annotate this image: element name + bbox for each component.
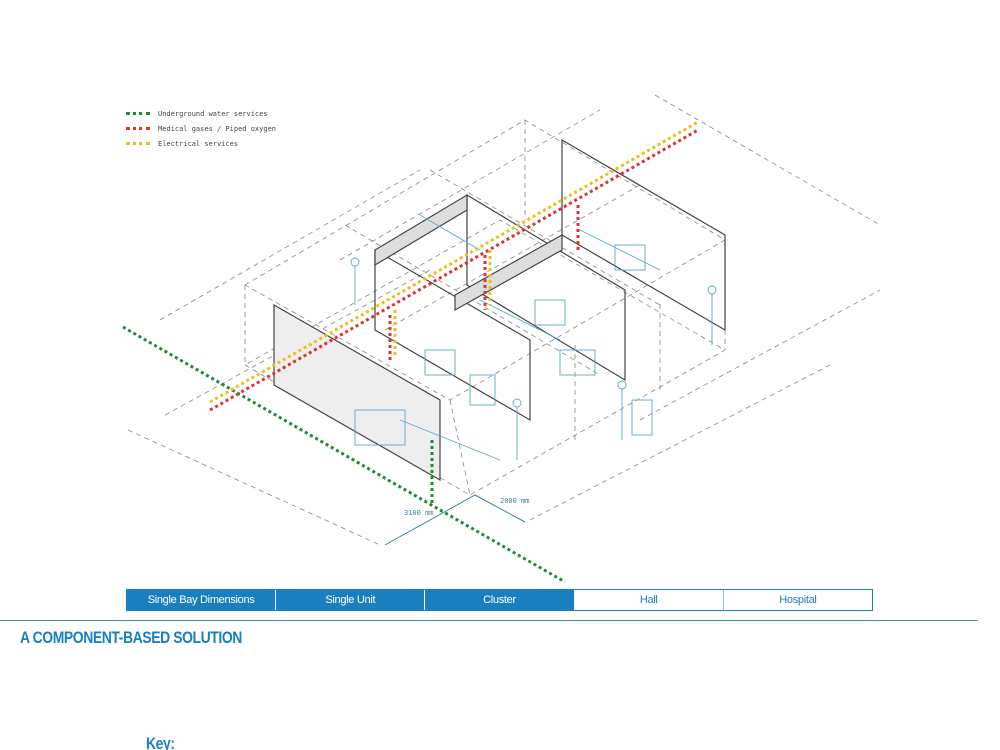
electrical-swatch-icon — [126, 142, 150, 145]
legend-label: Electrical services — [158, 139, 239, 148]
outline-dashed — [127, 94, 881, 546]
electrical-line — [209, 120, 699, 404]
tab-single-unit[interactable]: Single Unit — [276, 590, 426, 610]
dimension-lines — [384, 494, 526, 546]
tab-hall[interactable]: Hall — [574, 590, 724, 610]
tab-single-bay-dimensions[interactable]: Single Bay Dimensions — [127, 590, 277, 610]
scale-tabs: Single Bay Dimensions Single Unit Cluste… — [126, 589, 873, 611]
legend-label: Underground water services — [158, 109, 268, 118]
legend-title: Key: — [146, 734, 175, 750]
furniture — [350, 214, 717, 461]
legend-item-electrical: Electrical services — [126, 136, 276, 151]
legend-label: Medical gases / Piped oxygen — [158, 124, 277, 133]
legend-item-water: Underground water services — [126, 106, 276, 121]
legend-key: Key: Underground water services Medical … — [126, 106, 276, 750]
dimension-width: 3100 mm — [404, 509, 434, 517]
page-title: A COMPONENT-BASED SOLUTION — [20, 628, 242, 647]
medical-gas-swatch-icon — [126, 127, 150, 130]
legend-item-medical-gas: Medical gases / Piped oxygen — [126, 121, 276, 136]
water-swatch-icon — [126, 112, 150, 115]
water-service-line — [122, 325, 566, 584]
dimension-depth: 2000 mm — [500, 497, 530, 505]
medical-gas-line — [209, 128, 699, 412]
tab-hospital[interactable]: Hospital — [723, 590, 873, 610]
tab-cluster[interactable]: Cluster — [425, 590, 575, 610]
divider — [0, 620, 978, 621]
